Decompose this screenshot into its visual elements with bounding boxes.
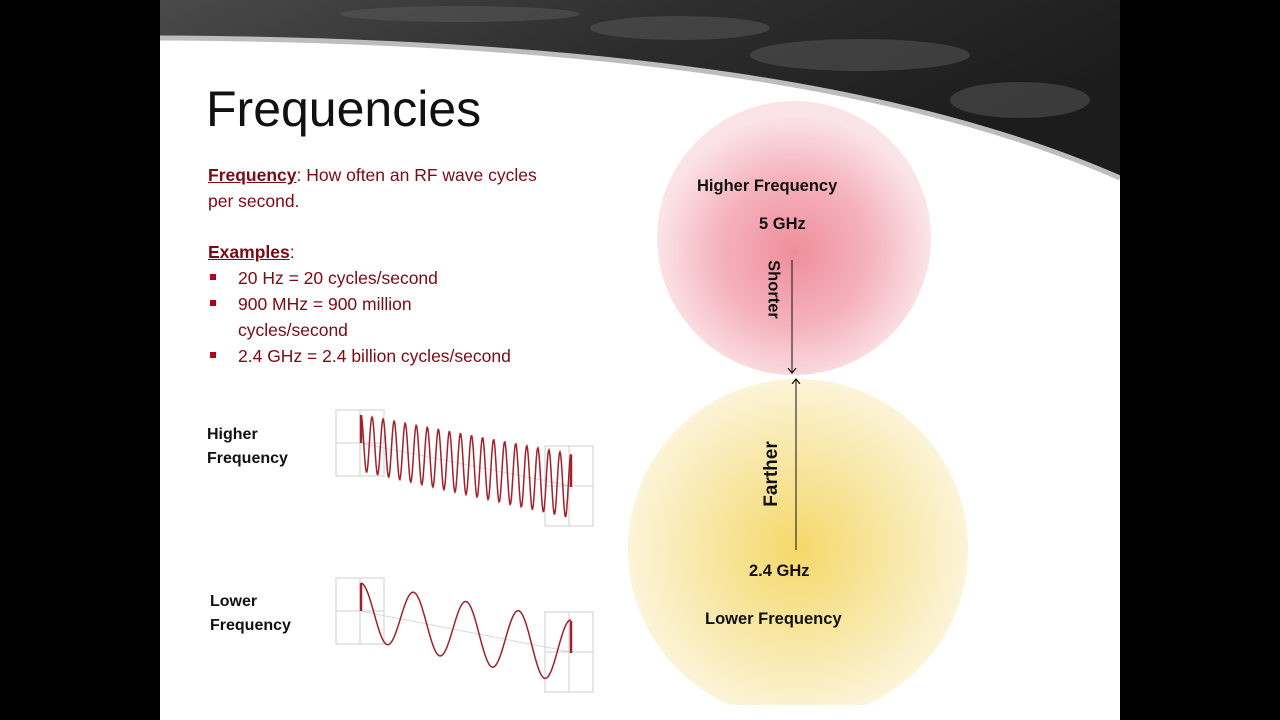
- wave-label-line: Frequency: [210, 617, 291, 634]
- farther-label: Farther: [761, 441, 782, 507]
- bullet-icon: [210, 352, 216, 358]
- list-item: 2.4 GHz = 2.4 billion cycles/second: [208, 343, 553, 369]
- definition-term: Frequency: [208, 165, 297, 185]
- shorter-label: Shorter: [764, 260, 783, 319]
- lower-frequency-circle: [628, 379, 968, 705]
- bottom-circle-title: Lower Frequency: [705, 610, 842, 628]
- higher-frequency-wave-figure: [335, 409, 594, 527]
- lower-frequency-wave-figure: [335, 577, 594, 693]
- higher-frequency-wave-label: Higher Frequency: [207, 423, 288, 471]
- examples-heading-suffix: :: [289, 242, 295, 262]
- list-item: 900 MHz = 900 million cycles/second: [208, 291, 463, 343]
- wave-label-line: Higher: [207, 426, 258, 443]
- top-circle-title: Higher Frequency: [697, 177, 838, 195]
- frequency-definition: Frequency: How often an RF wave cycles p…: [208, 162, 538, 214]
- higher-frequency-circle: [657, 101, 931, 375]
- examples-list: 20 Hz = 20 cycles/second 900 MHz = 900 m…: [208, 265, 553, 369]
- wave-label-line: Frequency: [207, 450, 288, 467]
- slide: Frequencies Frequency: How often an RF w…: [160, 0, 1120, 720]
- example-text: 20 Hz = 20 cycles/second: [238, 268, 438, 288]
- bullet-icon: [210, 274, 216, 280]
- top-circle-value: 5 GHz: [759, 215, 806, 233]
- low-frequency-wave: [360, 582, 572, 680]
- example-text: 2.4 GHz = 2.4 billion cycles/second: [238, 346, 511, 366]
- bullet-icon: [210, 300, 216, 306]
- high-frequency-wave: [360, 414, 572, 518]
- lower-frequency-wave-label: Lower Frequency: [210, 590, 291, 638]
- example-text: 900 MHz = 900 million cycles/second: [238, 294, 412, 340]
- wave-label-line: Lower: [210, 593, 258, 610]
- definition-text: : How often an RF wave cycles per second…: [208, 165, 537, 211]
- slide-title: Frequencies: [206, 81, 482, 137]
- examples-heading: Examples: [208, 242, 290, 262]
- header-background: [160, 0, 1120, 181]
- examples-heading-line: Examples:: [208, 239, 553, 265]
- frequency-range-diagram: [628, 101, 968, 705]
- bottom-circle-value: 2.4 GHz: [749, 562, 810, 580]
- examples-section: Examples: 20 Hz = 20 cycles/second 900 M…: [208, 239, 553, 369]
- list-item: 20 Hz = 20 cycles/second: [208, 265, 553, 291]
